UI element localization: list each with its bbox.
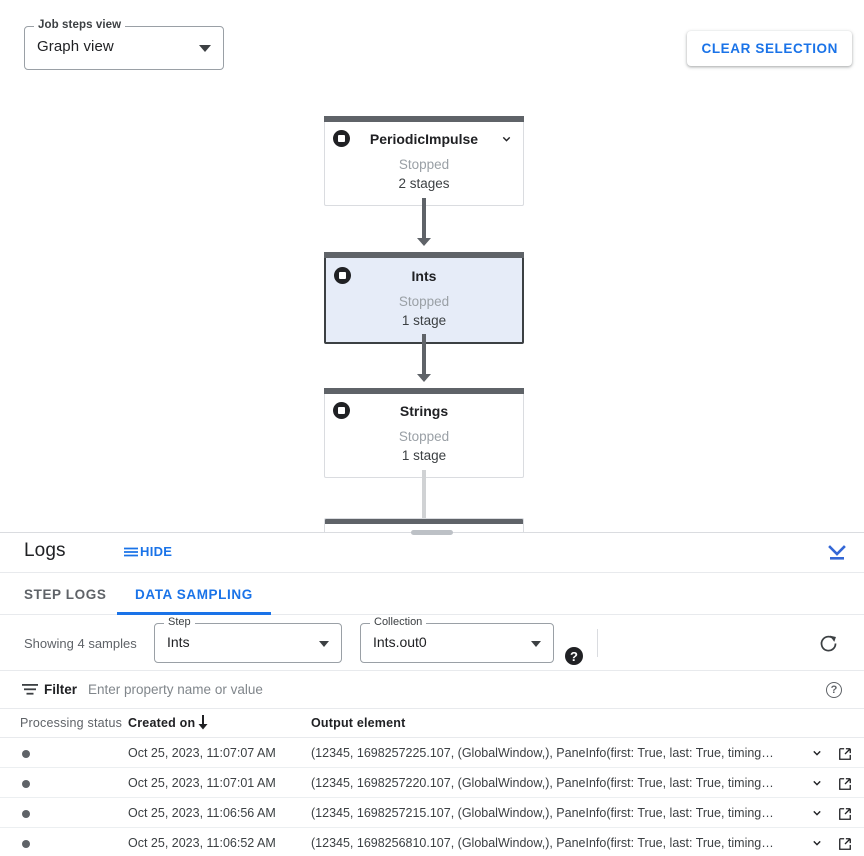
node-status-text: Stopped <box>398 294 450 309</box>
status-dot-icon <box>22 840 30 848</box>
column-header-processing-status[interactable]: Processing status <box>20 716 123 730</box>
node-header: Strings <box>325 395 523 429</box>
open-in-new-icon[interactable] <box>838 747 852 761</box>
status-dot-icon <box>22 780 30 788</box>
step-select-value: Ints <box>167 634 190 650</box>
step-select-label: Step <box>164 616 195 628</box>
node-header: PeriodicImpulse <box>325 123 523 157</box>
logs-panel: Logs HIDE STEP LOGS DA <box>0 530 864 856</box>
filter-help-icon[interactable]: ? <box>826 682 842 698</box>
graph-edge-arrow-1 <box>417 238 431 246</box>
node-status-bar <box>324 388 524 394</box>
node-stages-text: 1 stage <box>401 313 447 328</box>
cell-output-element: (12345, 1698257225.107, (GlobalWindow,),… <box>311 746 774 760</box>
node-status-bar <box>324 116 524 122</box>
samples-table-header: Processing status Created on Output elem… <box>0 709 864 738</box>
stop-circle-icon <box>333 130 350 147</box>
cell-created-on: Oct 25, 2023, 11:07:07 AM <box>128 746 276 760</box>
refresh-icon[interactable] <box>818 633 839 654</box>
node-status-text: Stopped <box>398 157 450 172</box>
collection-select[interactable]: Collection Ints.out0 <box>360 616 554 663</box>
cell-output-element: (12345, 1698257220.107, (GlobalWindow,),… <box>311 776 774 790</box>
expand-row-chevron-down-icon[interactable] <box>810 837 824 850</box>
sort-descending-icon[interactable] <box>196 714 210 730</box>
node-title: PeriodicImpulse <box>369 131 479 147</box>
graph-node-periodicimpulse[interactable]: PeriodicImpulse Stopped 2 stages <box>324 116 524 206</box>
open-in-new-icon[interactable] <box>838 837 852 851</box>
column-header-output-element[interactable]: Output element <box>311 716 406 730</box>
chevron-down-icon <box>531 641 541 647</box>
table-row[interactable]: Oct 25, 2023, 11:07:01 AM (12345, 169825… <box>0 768 864 798</box>
chevron-down-icon <box>199 45 211 52</box>
filter-icon <box>22 683 38 696</box>
data-sampling-controls: Showing 4 samples Step Ints Collection I… <box>0 615 864 671</box>
node-status-text: Stopped <box>398 429 450 444</box>
node-header: Ints <box>326 260 522 294</box>
collection-select-label: Collection <box>370 616 427 628</box>
cell-created-on: Oct 25, 2023, 11:06:52 AM <box>128 836 276 850</box>
open-in-new-icon[interactable] <box>838 807 852 821</box>
step-select[interactable]: Step Ints <box>154 616 342 663</box>
samples-table-body: Oct 25, 2023, 11:07:07 AM (12345, 169825… <box>0 738 864 856</box>
graph-node-ints[interactable]: Ints Stopped 1 stage <box>324 252 524 344</box>
graph-edge-3 <box>422 470 426 518</box>
graph-node-partial[interactable] <box>324 518 524 532</box>
clear-selection-button[interactable]: CLEAR SELECTION <box>687 31 852 66</box>
logs-tabs: STEP LOGS DATA SAMPLING <box>0 573 864 615</box>
cell-created-on: Oct 25, 2023, 11:07:01 AM <box>128 776 276 790</box>
table-row[interactable]: Oct 25, 2023, 11:06:52 AM (12345, 169825… <box>0 828 864 856</box>
expand-row-chevron-down-icon[interactable] <box>810 807 824 820</box>
tab-step-logs[interactable]: STEP LOGS <box>24 586 107 602</box>
node-stages-text: 2 stages <box>398 176 450 191</box>
job-steps-view-select[interactable]: Job steps view Graph view <box>24 19 224 70</box>
graph-toolbar: Job steps view Graph view CLEAR SELECTIO… <box>0 0 864 96</box>
graph-edge-2 <box>422 334 426 380</box>
open-in-new-icon[interactable] <box>838 777 852 791</box>
graph-edge-1 <box>422 198 426 244</box>
cell-created-on: Oct 25, 2023, 11:06:56 AM <box>128 806 276 820</box>
stop-circle-icon <box>333 402 350 419</box>
filter-input[interactable] <box>86 681 786 698</box>
column-header-created-on[interactable]: Created on <box>128 716 196 730</box>
collapse-panel-icon[interactable] <box>824 542 850 564</box>
chevron-down-icon[interactable] <box>500 133 513 146</box>
stop-circle-icon <box>334 267 351 284</box>
node-status-bar <box>324 252 524 258</box>
table-row[interactable]: Oct 25, 2023, 11:07:07 AM (12345, 169825… <box>0 738 864 768</box>
job-graph-canvas[interactable]: Job steps view Graph view CLEAR SELECTIO… <box>0 0 864 532</box>
tab-data-sampling[interactable]: DATA SAMPLING <box>117 573 271 615</box>
filter-bar: Filter ? <box>0 671 864 709</box>
cell-output-element: (12345, 1698256810.107, (GlobalWindow,),… <box>311 836 774 850</box>
graph-node-strings[interactable]: Strings Stopped 1 stage <box>324 388 524 478</box>
showing-samples-text: Showing 4 samples <box>24 636 137 651</box>
job-steps-view-label: Job steps view <box>34 19 126 31</box>
expand-row-chevron-down-icon[interactable] <box>810 747 824 760</box>
node-stages-text: 1 stage <box>401 448 447 463</box>
help-icon[interactable]: ? <box>565 647 583 665</box>
menu-lines-icon <box>124 546 138 558</box>
logs-panel-header: Logs HIDE <box>0 533 864 573</box>
logs-title: Logs <box>24 540 66 561</box>
node-title: Strings <box>399 403 449 419</box>
table-row[interactable]: Oct 25, 2023, 11:06:56 AM (12345, 169825… <box>0 798 864 828</box>
panel-resize-handle[interactable] <box>411 530 453 535</box>
node-title: Ints <box>411 268 437 284</box>
status-dot-icon <box>22 810 30 818</box>
hide-logs-label: HIDE <box>140 544 173 559</box>
status-dot-icon <box>22 750 30 758</box>
node-status-bar <box>325 519 523 524</box>
chevron-down-icon <box>319 641 329 647</box>
graph-edge-arrow-2 <box>417 374 431 382</box>
hide-logs-button[interactable]: HIDE <box>124 544 172 559</box>
cell-output-element: (12345, 1698257215.107, (GlobalWindow,),… <box>311 806 774 820</box>
job-steps-view-value: Graph view <box>37 38 114 55</box>
expand-row-chevron-down-icon[interactable] <box>810 777 824 790</box>
vertical-divider <box>597 629 598 657</box>
filter-label: Filter <box>44 682 78 697</box>
collection-select-value: Ints.out0 <box>373 634 427 650</box>
